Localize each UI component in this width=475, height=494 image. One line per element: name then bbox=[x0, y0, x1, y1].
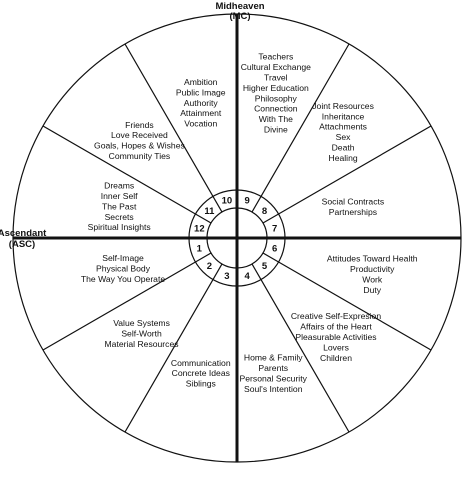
house-7-line: Partnerships bbox=[329, 207, 377, 217]
house-10-line: Vocation bbox=[184, 119, 217, 129]
house-divider bbox=[278, 125, 432, 215]
house-12-line: Inner Self bbox=[101, 191, 138, 201]
house-number-10: 10 bbox=[222, 196, 233, 207]
house-5-line: Pleasurable Activities bbox=[295, 332, 376, 342]
house-6-line: Work bbox=[362, 274, 383, 284]
ring-divider bbox=[262, 213, 279, 224]
house-2-line: Self-Worth bbox=[121, 328, 162, 338]
house-8-line: Joint Resources bbox=[312, 101, 374, 111]
house-9-line: With The bbox=[259, 114, 293, 124]
house-11-line: Community Ties bbox=[109, 151, 171, 161]
house-divider bbox=[260, 279, 350, 433]
house-number-2: 2 bbox=[207, 261, 212, 272]
ring-divider bbox=[251, 196, 262, 213]
house-10-line: Authority bbox=[184, 98, 219, 108]
house-6-line: Attitudes Toward Health bbox=[327, 254, 418, 264]
ring-divider bbox=[251, 263, 262, 280]
house-number-1: 1 bbox=[197, 243, 203, 254]
house-11-line: Friends bbox=[125, 120, 154, 130]
house-7-line: Social Contracts bbox=[322, 197, 385, 207]
house-3-line: Siblings bbox=[186, 379, 216, 389]
house-6-line: Productivity bbox=[350, 264, 395, 274]
house-divider bbox=[278, 261, 432, 351]
house-number-7: 7 bbox=[272, 223, 277, 234]
house-number-4: 4 bbox=[244, 271, 250, 282]
house-4-line: Soul's Intention bbox=[244, 384, 303, 394]
house-8-line: Inheritance bbox=[322, 111, 365, 121]
house-8-line: Sex bbox=[336, 132, 352, 142]
house-number-12: 12 bbox=[194, 223, 205, 234]
house-10-line: Attainment bbox=[180, 108, 222, 118]
midheaven-label: Midheaven bbox=[215, 1, 264, 12]
house-9-line: Connection bbox=[254, 104, 298, 114]
house-12-line: Spiritual Insights bbox=[88, 222, 151, 232]
house-number-5: 5 bbox=[262, 261, 268, 272]
house-9-line: Philosophy bbox=[255, 93, 298, 103]
house-12-line: Secrets bbox=[105, 212, 134, 222]
house-11-line: Love Received bbox=[111, 130, 168, 140]
house-10-line: Ambition bbox=[184, 77, 218, 87]
house-4-line: Personal Security bbox=[240, 373, 308, 383]
ring-divider bbox=[195, 252, 212, 263]
house-1-line: Physical Body bbox=[96, 264, 151, 274]
house-number-11: 11 bbox=[204, 206, 215, 217]
house-8-line: Attachments bbox=[319, 122, 367, 132]
ring-divider bbox=[195, 213, 212, 224]
house-9-line: Teachers bbox=[258, 52, 293, 62]
house-5-line: Affairs of the Heart bbox=[300, 322, 372, 332]
house-11-line: Goals, Hopes & Wishes bbox=[94, 141, 185, 151]
house-10-line: Public Image bbox=[176, 87, 226, 97]
house-9-line: Higher Education bbox=[243, 83, 309, 93]
house-divider bbox=[124, 43, 214, 197]
house-4-line: Parents bbox=[258, 363, 288, 373]
house-divider bbox=[124, 279, 214, 433]
house-2-line: Material Resources bbox=[105, 339, 179, 349]
house-9-line: Divine bbox=[264, 125, 288, 135]
ring-divider bbox=[212, 263, 223, 280]
house-divider bbox=[42, 261, 196, 351]
ascendant-abbr: (ASC) bbox=[9, 239, 35, 250]
house-divider bbox=[260, 43, 350, 197]
house-2-line: Value Systems bbox=[113, 318, 170, 328]
house-1-line: Self-Image bbox=[102, 253, 144, 263]
ascendant-label: Ascendant bbox=[0, 228, 47, 239]
house-divider bbox=[42, 125, 196, 215]
house-6-line: Duty bbox=[363, 285, 381, 295]
house-9-line: Travel bbox=[264, 73, 288, 83]
house-number-8: 8 bbox=[262, 206, 267, 217]
house-1-line: The Way You Operate bbox=[81, 274, 165, 284]
house-9-line: Cultural Exchange bbox=[241, 62, 311, 72]
house-5-line: Creative Self-Expresion bbox=[291, 311, 381, 321]
midheaven-abbr: (MC) bbox=[229, 11, 250, 22]
house-5-line: Lovers bbox=[323, 342, 349, 352]
ring-divider bbox=[212, 196, 223, 213]
house-8-line: Healing bbox=[328, 153, 357, 163]
house-12-line: The Past bbox=[102, 201, 137, 211]
house-3-line: Communication bbox=[171, 358, 231, 368]
house-4-line: Home & Family bbox=[244, 353, 303, 363]
house-number-6: 6 bbox=[272, 243, 277, 254]
house-5-line: Children bbox=[320, 353, 352, 363]
house-12-line: Dreams bbox=[104, 181, 134, 191]
house-number-9: 9 bbox=[244, 196, 249, 207]
house-number-3: 3 bbox=[224, 271, 229, 282]
ring-divider bbox=[262, 252, 279, 263]
house-8-line: Death bbox=[332, 143, 355, 153]
house-3-line: Concrete Ideas bbox=[172, 368, 230, 378]
